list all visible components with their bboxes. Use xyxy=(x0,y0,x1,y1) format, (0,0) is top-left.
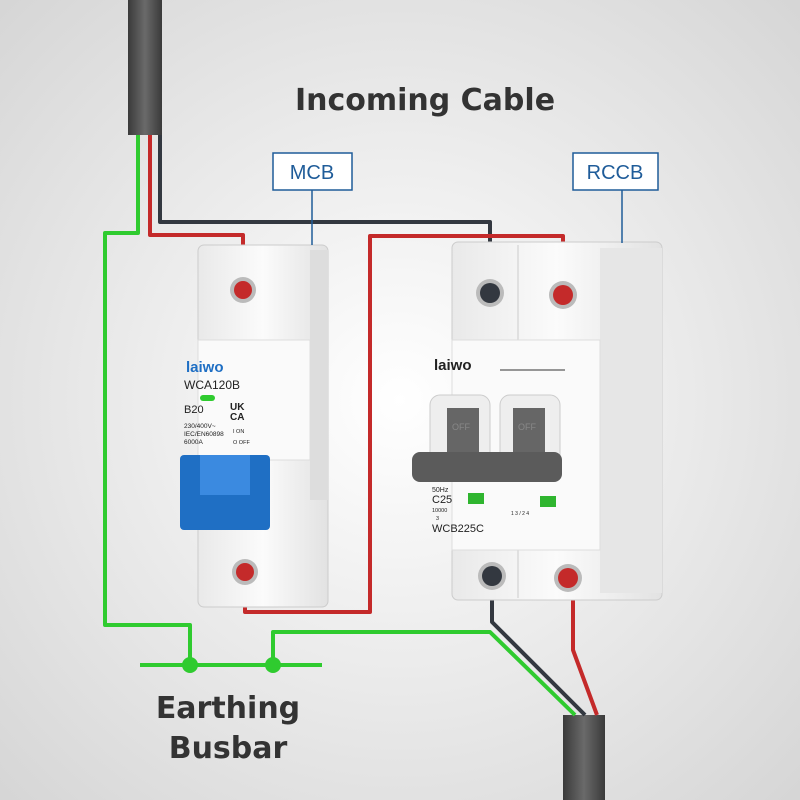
rccb-bottom-neutral-terminal xyxy=(482,566,502,586)
rccb-handle-bar[interactable] xyxy=(412,452,562,482)
mcb-brand: laiwo xyxy=(186,359,224,376)
mcb-off-label: O OFF xyxy=(233,440,250,446)
mcb-top-terminal xyxy=(234,281,252,299)
rccb-breaking: 10000 xyxy=(432,508,447,514)
earth-wire-outgoing xyxy=(271,630,577,717)
mcb-cert-uk: UK xyxy=(230,402,245,413)
rccb-class: 3 xyxy=(436,516,439,522)
rccb-label: RCCB xyxy=(587,162,644,184)
mcb-indicator xyxy=(200,395,215,401)
mcb-label: MCB xyxy=(290,162,334,184)
mcb-spec-voltage: 230/400V~ xyxy=(184,423,216,430)
mcb-on-label: I ON xyxy=(233,429,244,435)
rccb-device: laiwo OFF OFF 50Hz C25 10000 3 WCB225C 1… xyxy=(412,241,663,601)
outgoing-cable xyxy=(563,715,605,800)
incoming-cable-title: Incoming Cable xyxy=(295,83,555,118)
rccb-indicator-left xyxy=(468,493,484,504)
mcb-cert-ca: CA xyxy=(230,412,244,423)
mcb-label-box xyxy=(272,152,353,191)
mcb-spec-capacity: 6000A xyxy=(184,439,203,446)
rccb-brand: laiwo xyxy=(434,357,472,374)
rccb-model: WCB225C xyxy=(432,523,484,535)
mcb-model: WCA120B xyxy=(184,378,240,392)
rccb-top-neutral-terminal xyxy=(480,283,500,303)
mcb-spec-standard: IEC/EN60898 xyxy=(184,431,224,438)
busbar-label-line2: Busbar xyxy=(169,731,288,766)
rccb-off-text: OFF xyxy=(452,422,470,432)
rccb-toggle-right[interactable] xyxy=(513,408,545,458)
rccb-top-live-terminal xyxy=(553,285,573,305)
rccb-indicator-right xyxy=(540,496,556,507)
busbar-label-line1: Earthing xyxy=(156,691,300,726)
incoming-cable xyxy=(128,0,162,135)
busbar-node xyxy=(182,657,198,673)
mcb-bottom-terminal xyxy=(236,563,254,581)
mcb-rating: B20 xyxy=(184,404,204,416)
rccb-frequency: 50Hz xyxy=(432,487,449,494)
rccb-label-box xyxy=(572,152,659,191)
rccb-off-text: OFF xyxy=(518,422,536,432)
earth-wire-incoming xyxy=(103,135,192,665)
rccb-toggle-left[interactable] xyxy=(447,408,479,458)
rccb-terminal-diagram: 1 3 / 2 4 xyxy=(511,511,529,517)
rccb-bottom-live-terminal xyxy=(558,568,578,588)
busbar-node xyxy=(265,657,281,673)
rccb-rating: C25 xyxy=(432,494,452,506)
mcb-device: laiwo WCA120B B20 UK CA 230/400V~ IEC/EN… xyxy=(180,244,329,608)
live-wire-outgoing xyxy=(571,578,599,716)
